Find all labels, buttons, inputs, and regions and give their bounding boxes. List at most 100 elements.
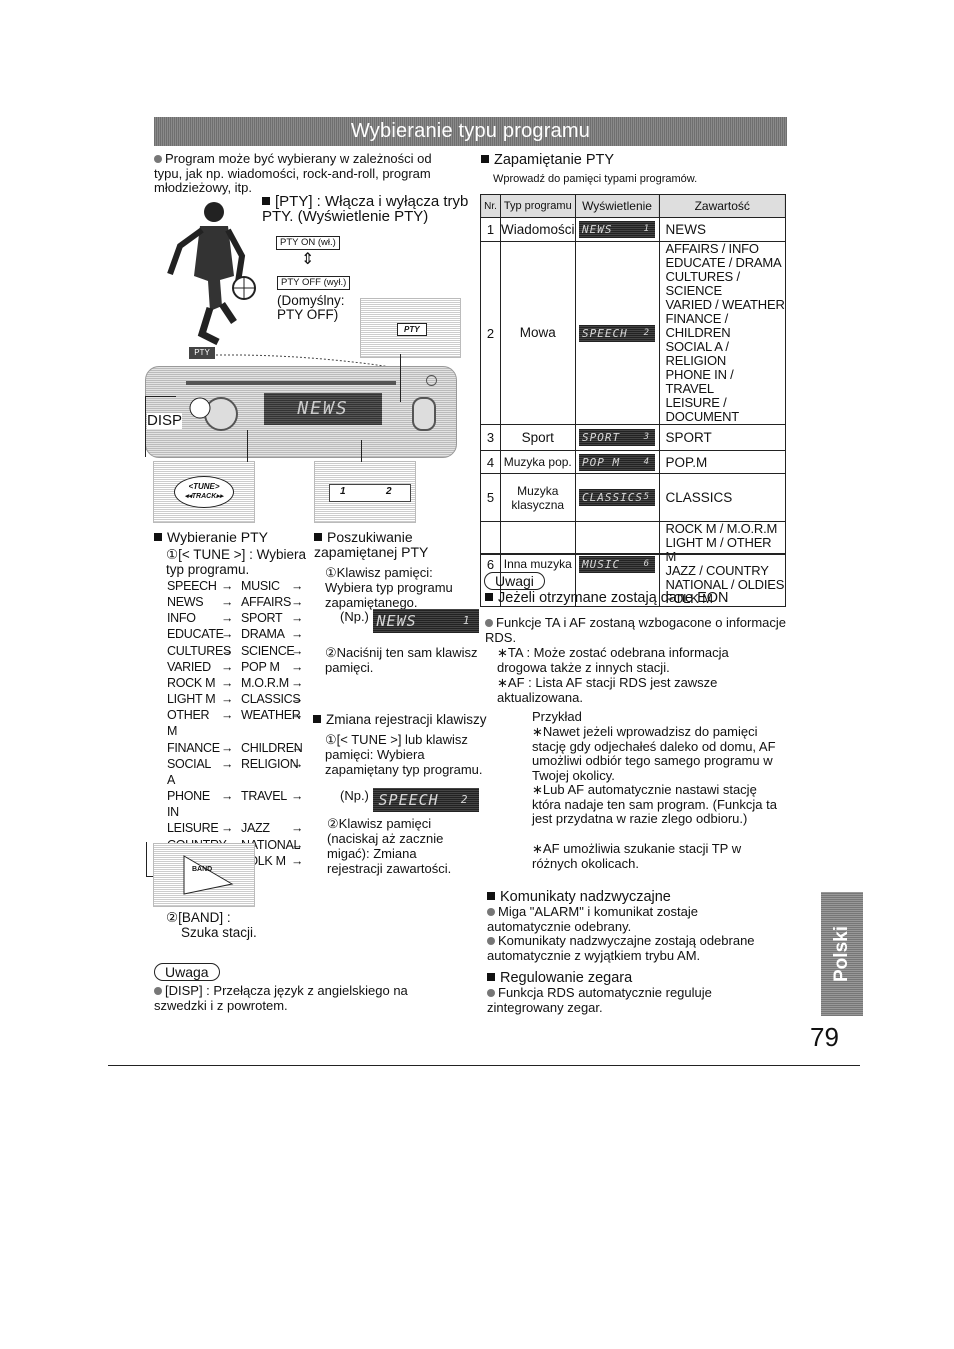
- example-3: ∗AF umożliwia szukanie stacji TP w różny…: [532, 841, 742, 871]
- arrow-right-icon: →: [221, 611, 234, 626]
- arrow-right-icon: →: [291, 756, 304, 771]
- arrow-right-icon: →: [291, 853, 304, 868]
- pty-key-marker: PTY: [189, 347, 215, 359]
- content-item: POP.M: [665, 454, 708, 470]
- disp-button-icon[interactable]: [178, 392, 218, 424]
- pty-type: JAZZ: [241, 821, 270, 836]
- content-item: ROCK M / M.O.R.M: [665, 521, 778, 536]
- arrow-right-icon: →: [291, 740, 304, 755]
- preset-2-button[interactable]: 2: [386, 486, 392, 497]
- pty-type: RELIGION: [241, 756, 299, 771]
- uwaga-label: Uwaga: [154, 963, 220, 981]
- tune-button[interactable]: <TUNE> ◂◂TRACK▸▸: [174, 476, 234, 508]
- table-header-row: Nr. Typ programu Wyświetlenie Zawartość: [480, 194, 787, 218]
- sequence-row: PHONE IN→TRAVEL→: [167, 788, 304, 820]
- pty-type: NATIONAL: [241, 837, 301, 852]
- arrow-right-icon: →: [221, 821, 234, 836]
- content-item: FOLK M: [665, 591, 713, 606]
- wybieranie-pty-heading: Wybieranie PTY: [154, 530, 268, 545]
- uwaga-text: [DISP] : Przełącza język z angielskiego …: [154, 983, 408, 1013]
- content-item: VARIED / WEATHER: [665, 297, 785, 312]
- content-item: EDUCATE / DRAMA: [665, 255, 782, 270]
- lcd-display: NEWS 1: [372, 609, 479, 633]
- pty-type: LIGHT M: [167, 692, 216, 707]
- preset-inset: 1 2: [314, 461, 416, 523]
- basketball-player-illustration: [167, 202, 256, 346]
- preset-buttons[interactable]: 1 2: [329, 484, 411, 502]
- row-number: 2: [480, 241, 501, 425]
- sequence-row: NEWS→AFFAIRS→: [167, 594, 304, 610]
- arrow-right-icon: →: [221, 579, 234, 593]
- content-item: PHONE IN / TRAVEL: [665, 367, 734, 396]
- pty-type: MUSIC: [241, 579, 280, 593]
- disp-bracket: [145, 396, 176, 457]
- bullet-icon: [485, 619, 493, 627]
- sequence-row: INFO→SPORT→: [167, 610, 304, 626]
- arrow-right-icon: →: [221, 675, 234, 690]
- zapamietanie-heading: Zapamiętanie PTY: [481, 153, 614, 168]
- pty-button-inset: PTY: [360, 298, 461, 358]
- band-button[interactable]: BAND: [192, 866, 213, 873]
- content-item: NATIONAL / OLDIES: [665, 577, 785, 592]
- arrow-right-icon: →: [291, 837, 304, 852]
- sequence-row: VARIED→POP M→: [167, 659, 304, 675]
- program-type: Muzyka pop.: [500, 450, 576, 474]
- row-number: 4: [480, 450, 501, 474]
- default-note: (Domyślny: PTY OFF): [277, 293, 345, 322]
- alarm-text-2: Komunikaty nadzwyczajne zostają odebrane…: [487, 933, 755, 963]
- pty-type: FINANCE: [167, 740, 220, 755]
- poszukiwanie-step2: ②Naciśnij ten sam klawisz pamięci.: [325, 645, 478, 675]
- bullet-icon: [487, 908, 495, 916]
- content-item: SOCIAL A / RELIGION: [665, 339, 729, 368]
- pty-type: SPORT: [241, 611, 283, 626]
- disp-button-label[interactable]: DISP: [147, 412, 183, 429]
- pty-type: INFO: [167, 611, 196, 626]
- preset-1-button[interactable]: 1: [340, 486, 346, 497]
- sequence-row: CULTURES→SCIENCE→: [167, 643, 304, 659]
- arrow-right-icon: →: [221, 740, 234, 755]
- row-number: 3: [480, 424, 501, 451]
- program-type: Mowa: [500, 241, 576, 425]
- arrow-right-icon: →: [291, 643, 304, 658]
- sequence-row: ROCK M→M.O.R.M→: [167, 675, 304, 691]
- content-item: LIGHT M / OTHER M: [665, 535, 772, 564]
- content-item: AFFAIRS / INFO: [665, 241, 759, 256]
- alarm-text-1: Miga "ALARM" i komunikat zostaje automat…: [487, 904, 698, 934]
- pty-button[interactable]: PTY: [397, 323, 427, 336]
- page-number: 79: [810, 1022, 839, 1052]
- pty-type: ROCK M: [167, 675, 216, 690]
- content-item: FINANCE / CHILDREN: [665, 311, 731, 340]
- content-item: CLASSICS: [665, 490, 733, 505]
- pty-type: PHONE IN: [167, 789, 210, 820]
- pty-type: M.O.R.M: [241, 675, 289, 690]
- right-knob[interactable]: [412, 397, 436, 431]
- arrow-right-icon: →: [291, 627, 304, 642]
- arrow-right-icon: →: [221, 789, 234, 804]
- pty-table: Nr. Typ programu Wyświetlenie Zawartość …: [480, 194, 787, 607]
- example-2: ∗Lub AF automatycznie nastawi stację któ…: [532, 782, 777, 827]
- wybieranie-step2: ②[BAND] : Szuka stacji.: [166, 910, 257, 940]
- toggle-arrows-icon: ⇕: [301, 251, 315, 268]
- band-inset: BAND: [153, 843, 255, 907]
- arrow-right-icon: →: [221, 692, 234, 707]
- sequence-row: SOCIAL A→RELIGION→: [167, 756, 304, 788]
- pty-type: WEATHER: [241, 708, 301, 723]
- arrow-right-icon: →: [291, 659, 304, 674]
- sequence-row: LIGHT M→CLASSICS→: [167, 691, 304, 707]
- bullet-icon: [154, 155, 162, 163]
- program-type: Sport: [500, 424, 576, 451]
- intro-text: Program może być wybierany w zależności …: [154, 151, 432, 196]
- bullet-icon: [487, 989, 495, 997]
- volume-knob[interactable]: [204, 397, 238, 431]
- zmiana-step1: ①[< TUNE >] lub klawisz pamięci: Wybiera…: [325, 732, 483, 777]
- callout-line: [247, 430, 248, 462]
